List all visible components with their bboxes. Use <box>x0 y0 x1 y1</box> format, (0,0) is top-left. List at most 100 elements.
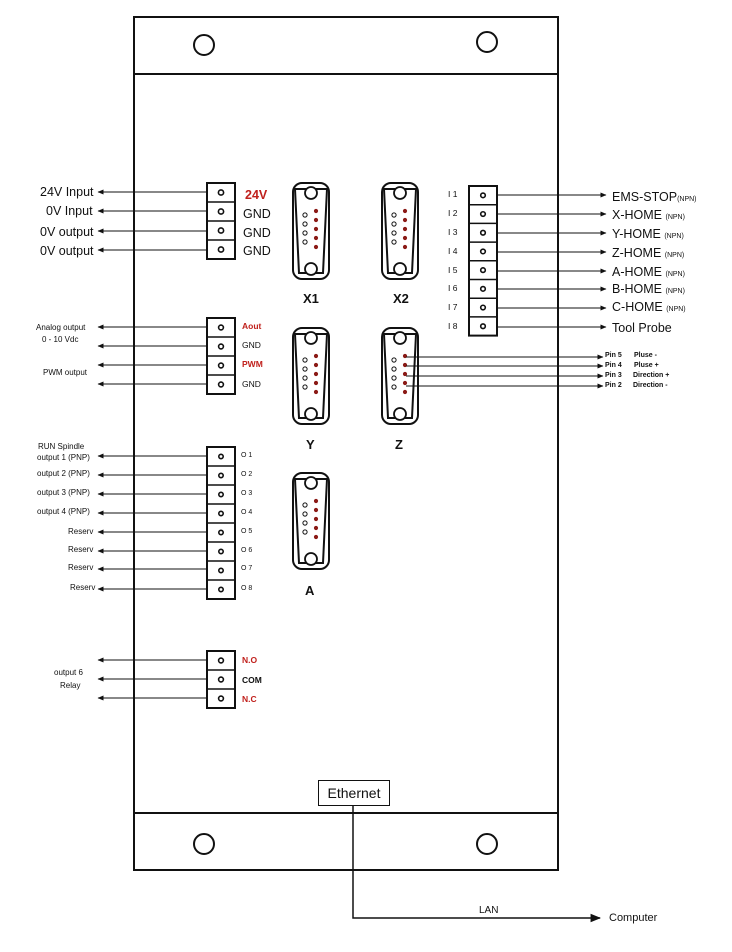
label-tool-probe: Tool Probe <box>612 321 672 335</box>
db9-pin <box>313 534 319 540</box>
db9-pin <box>302 529 308 535</box>
db9-pin <box>391 221 397 227</box>
terminal-screw <box>217 324 225 331</box>
label-24v-input: 24V Input <box>40 185 94 199</box>
label-reserv: Reserv <box>70 583 96 592</box>
db9-pin <box>402 226 408 232</box>
db9-pin <box>313 371 319 377</box>
label-b-home: B-HOME (NPN) <box>612 283 685 296</box>
pin-i4: I 4 <box>448 246 458 256</box>
db9-shell <box>293 333 329 419</box>
npn-tag: (NPN) <box>664 252 685 259</box>
connector-label-z: Z <box>395 437 403 452</box>
npn-tag: (NPN) <box>666 306 686 313</box>
pin-i6: I 6 <box>448 283 458 293</box>
db9-screw <box>393 331 407 345</box>
label-x-home: X-HOME (NPN) <box>612 209 685 222</box>
pin-i8: I 8 <box>448 321 458 331</box>
db9-pin <box>391 212 397 218</box>
terminal-screw <box>217 208 225 215</box>
db9-pin <box>313 380 319 386</box>
db9-screw <box>304 331 318 345</box>
terminal-screw <box>217 189 225 196</box>
terminal-screw <box>479 304 487 311</box>
pin-gnd: GND <box>243 207 271 221</box>
mounting-hole <box>476 833 498 855</box>
npn-tag: (NPN) <box>664 233 684 240</box>
db9-screw <box>304 552 318 566</box>
db9-pin <box>302 357 308 363</box>
db9-shell <box>382 188 418 274</box>
pin-o1: O 1 <box>241 452 253 459</box>
db9-shell <box>293 188 329 274</box>
pin-com: COM <box>242 675 262 685</box>
db9-pin <box>391 375 397 381</box>
npn-tag: (NPN) <box>677 196 697 203</box>
db9-flange <box>292 182 330 280</box>
db9-pin <box>313 389 319 395</box>
pin-o3: O 3 <box>241 490 253 497</box>
label-y-home: Y-HOME (NPN) <box>612 228 684 241</box>
pin-o4: O 4 <box>241 509 253 516</box>
lan-label: LAN <box>479 905 499 916</box>
label-a-home: A-HOME (NPN) <box>612 266 685 279</box>
label-b-home-text: B-HOME <box>612 282 662 296</box>
db9-screw <box>393 186 407 200</box>
connector-label-x1: X1 <box>303 291 319 306</box>
terminal-screw <box>218 453 225 460</box>
mounting-hole <box>193 833 215 855</box>
label-pwm-output: PWM output <box>43 368 88 377</box>
db9-screw <box>304 476 318 490</box>
db9-pin <box>302 375 308 381</box>
label-c-home: C-HOME (NPN) <box>612 301 686 314</box>
z-pin-label: Pin 2 <box>605 382 622 389</box>
pin-gnd: GND <box>242 340 261 350</box>
pin-gnd: GND <box>243 226 271 240</box>
label-output-6: output 6 <box>54 668 83 677</box>
pin-aout: Aout <box>242 321 262 331</box>
db9-pin <box>402 244 408 250</box>
db9-pin <box>313 516 319 522</box>
pin-o6: O 6 <box>241 547 253 554</box>
db9-pin <box>402 217 408 223</box>
db9-pin <box>313 353 319 359</box>
pin-o5: O 5 <box>241 528 253 535</box>
db9-pin <box>313 244 319 250</box>
pin-o2: O 2 <box>241 471 253 478</box>
terminal-screw <box>479 192 487 199</box>
mounting-hole <box>476 31 498 53</box>
db9-pin <box>302 221 308 227</box>
controller-board <box>133 16 559 871</box>
terminal-screw <box>218 567 225 574</box>
db9-shell <box>293 478 329 564</box>
terminal-screw <box>479 285 487 292</box>
db9-pin <box>302 511 308 517</box>
db9-pin <box>313 498 319 504</box>
label-reserv: Reserv <box>68 545 94 554</box>
db9-pin <box>302 384 308 390</box>
db9-pin <box>402 235 408 241</box>
label-relay: Relay <box>60 681 81 690</box>
db9-pin <box>302 366 308 372</box>
db9-pin <box>391 366 397 372</box>
terminal-screw <box>218 529 225 536</box>
db9-flange <box>292 472 330 570</box>
db9-pin <box>402 371 408 377</box>
db9-screw <box>393 262 407 276</box>
terminal-screw <box>217 362 225 369</box>
terminal-screw <box>479 267 487 274</box>
z-pin-label: Pin 4 <box>605 362 622 369</box>
db9-pin <box>391 357 397 363</box>
terminal-screw <box>217 246 225 253</box>
pin-i2: I 2 <box>448 208 458 218</box>
terminal-screw <box>218 472 225 479</box>
z-pin-label: Pin 5 <box>605 352 622 359</box>
db9-pin <box>402 389 408 395</box>
label-0v-output: 0V output <box>40 244 94 258</box>
pin-nc: N.C <box>242 694 257 704</box>
label-0-10-vdc: 0 - 10 Vdc <box>42 335 79 344</box>
pin-o8: O 8 <box>241 585 253 592</box>
label-y-home-text: Y-HOME <box>612 227 661 241</box>
z-signal-label: Pluse + <box>634 362 659 369</box>
